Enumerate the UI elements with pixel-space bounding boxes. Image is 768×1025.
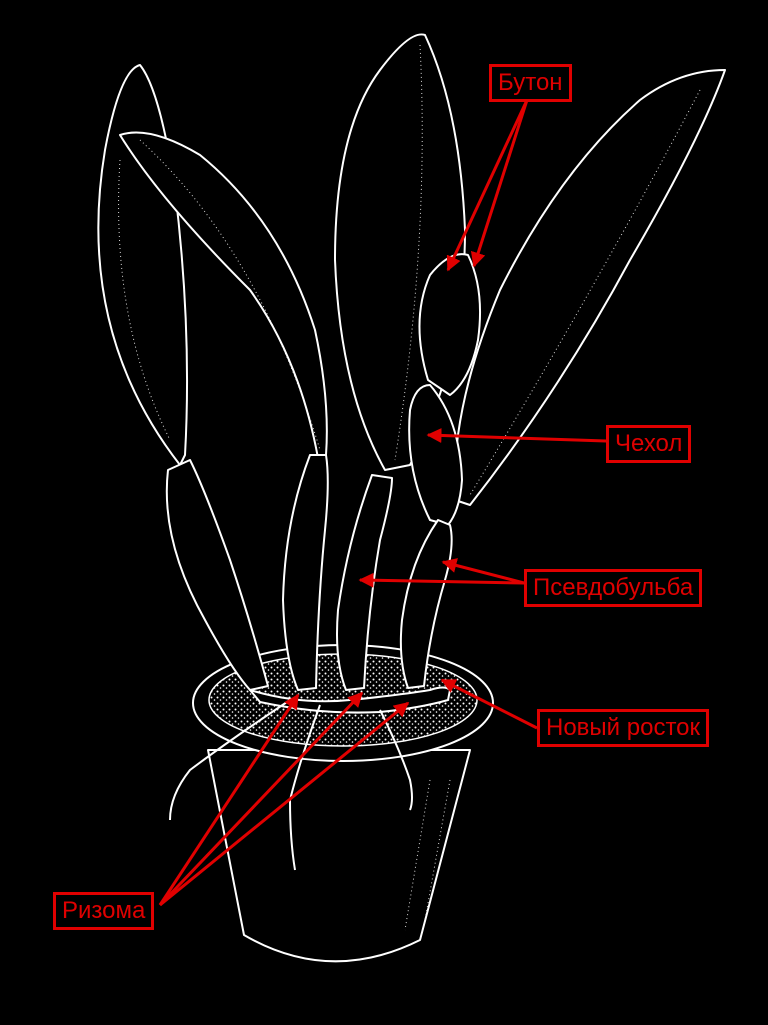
pseudobulbs [165,454,453,691]
label-sheath: Чехол [606,425,692,463]
flower-bud [418,253,482,396]
label-bud: Бутон [489,64,572,102]
label-new-shoot: Новый росток [537,709,710,747]
label-rhizome: Ризома [53,892,155,930]
sheath [408,384,463,526]
label-pseudobulb: Псевдобульба [524,569,703,607]
leaves [97,33,726,526]
annotation-arrows [158,99,607,907]
